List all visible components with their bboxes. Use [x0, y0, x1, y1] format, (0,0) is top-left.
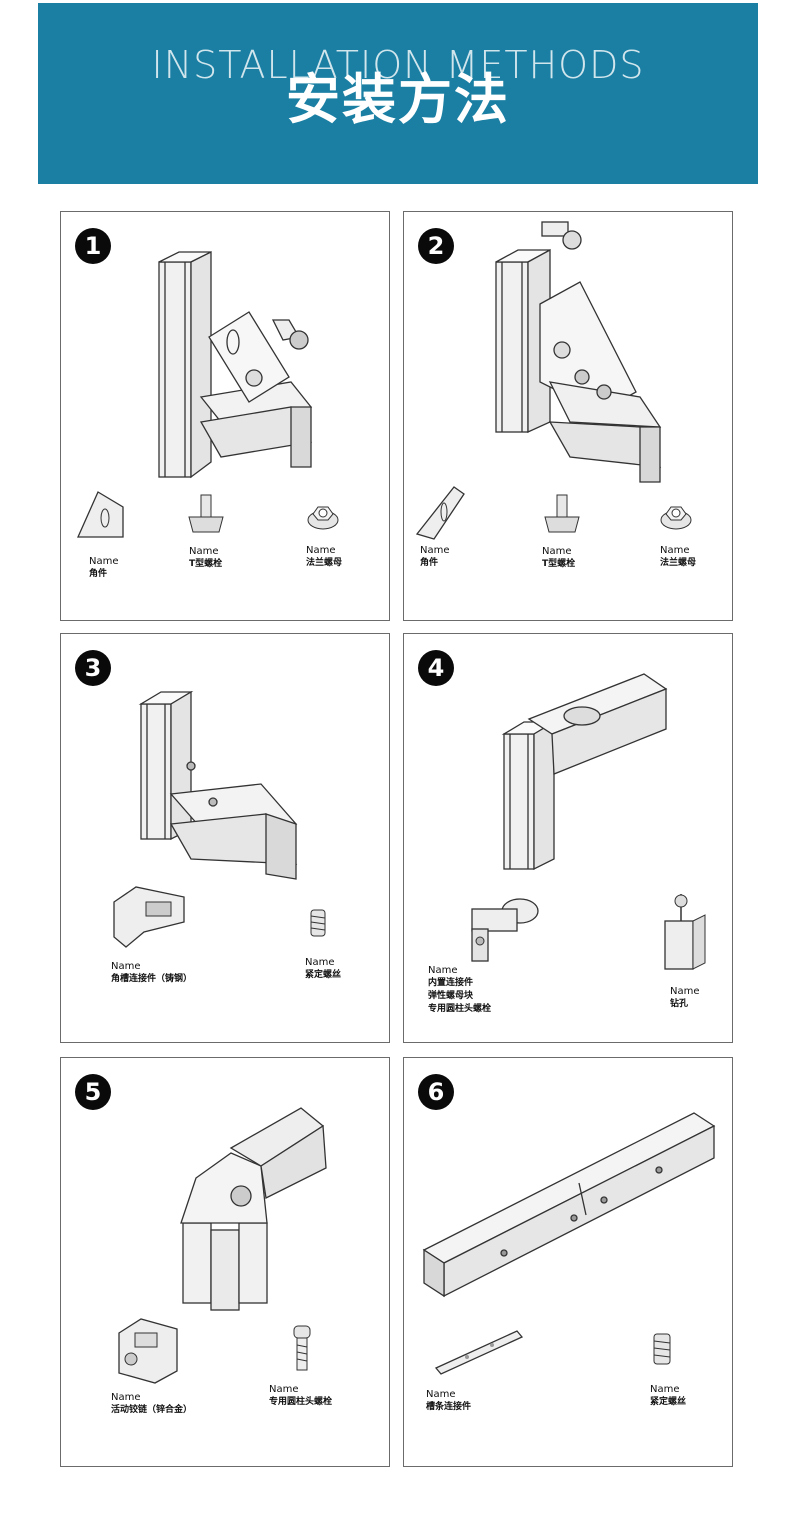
t-bolt-icon: [188, 494, 224, 533]
step-number-2: 2: [418, 228, 454, 264]
internal-connector-icon: [471, 898, 539, 962]
banner-title-en: INSTALLATION METHODS: [151, 43, 645, 87]
step-number-6: 6: [418, 1074, 454, 1110]
step-number-1: 1: [75, 228, 111, 264]
corner-slot-connector-icon: [113, 886, 185, 948]
banner-title-cn: 安装方法: [286, 68, 510, 131]
header-banner: INSTALLATION METHODS 安装方法: [38, 3, 758, 184]
hinge-icon: [118, 1318, 178, 1384]
drill-hole-icon: [664, 894, 706, 970]
assembly-illustration-6: [422, 1112, 716, 1298]
assembly-illustration-3: [138, 690, 298, 880]
slot-connector-bar-icon: [434, 1330, 524, 1375]
assembly-illustration-4: [501, 673, 668, 871]
corner-bracket-icon: [415, 486, 465, 540]
part-label-4-1: Name 内置连接件 弹性螺母块 专用圆柱头螺栓: [428, 965, 492, 1014]
socket-bolt-icon: [293, 1325, 311, 1371]
flange-nut-icon: [660, 506, 692, 530]
assembly-illustration-2: [495, 221, 662, 483]
t-bolt-icon: [544, 494, 580, 533]
assembly-illustration-1: [158, 250, 313, 479]
set-screw-icon: [653, 1333, 671, 1365]
flange-nut-icon: [307, 506, 339, 530]
step-number-3: 3: [75, 650, 111, 686]
step-number-4: 4: [418, 650, 454, 686]
step-number-5: 5: [75, 1074, 111, 1110]
set-screw-icon: [310, 909, 326, 937]
assembly-illustration-5: [180, 1107, 327, 1311]
corner-bracket-icon: [76, 491, 124, 538]
